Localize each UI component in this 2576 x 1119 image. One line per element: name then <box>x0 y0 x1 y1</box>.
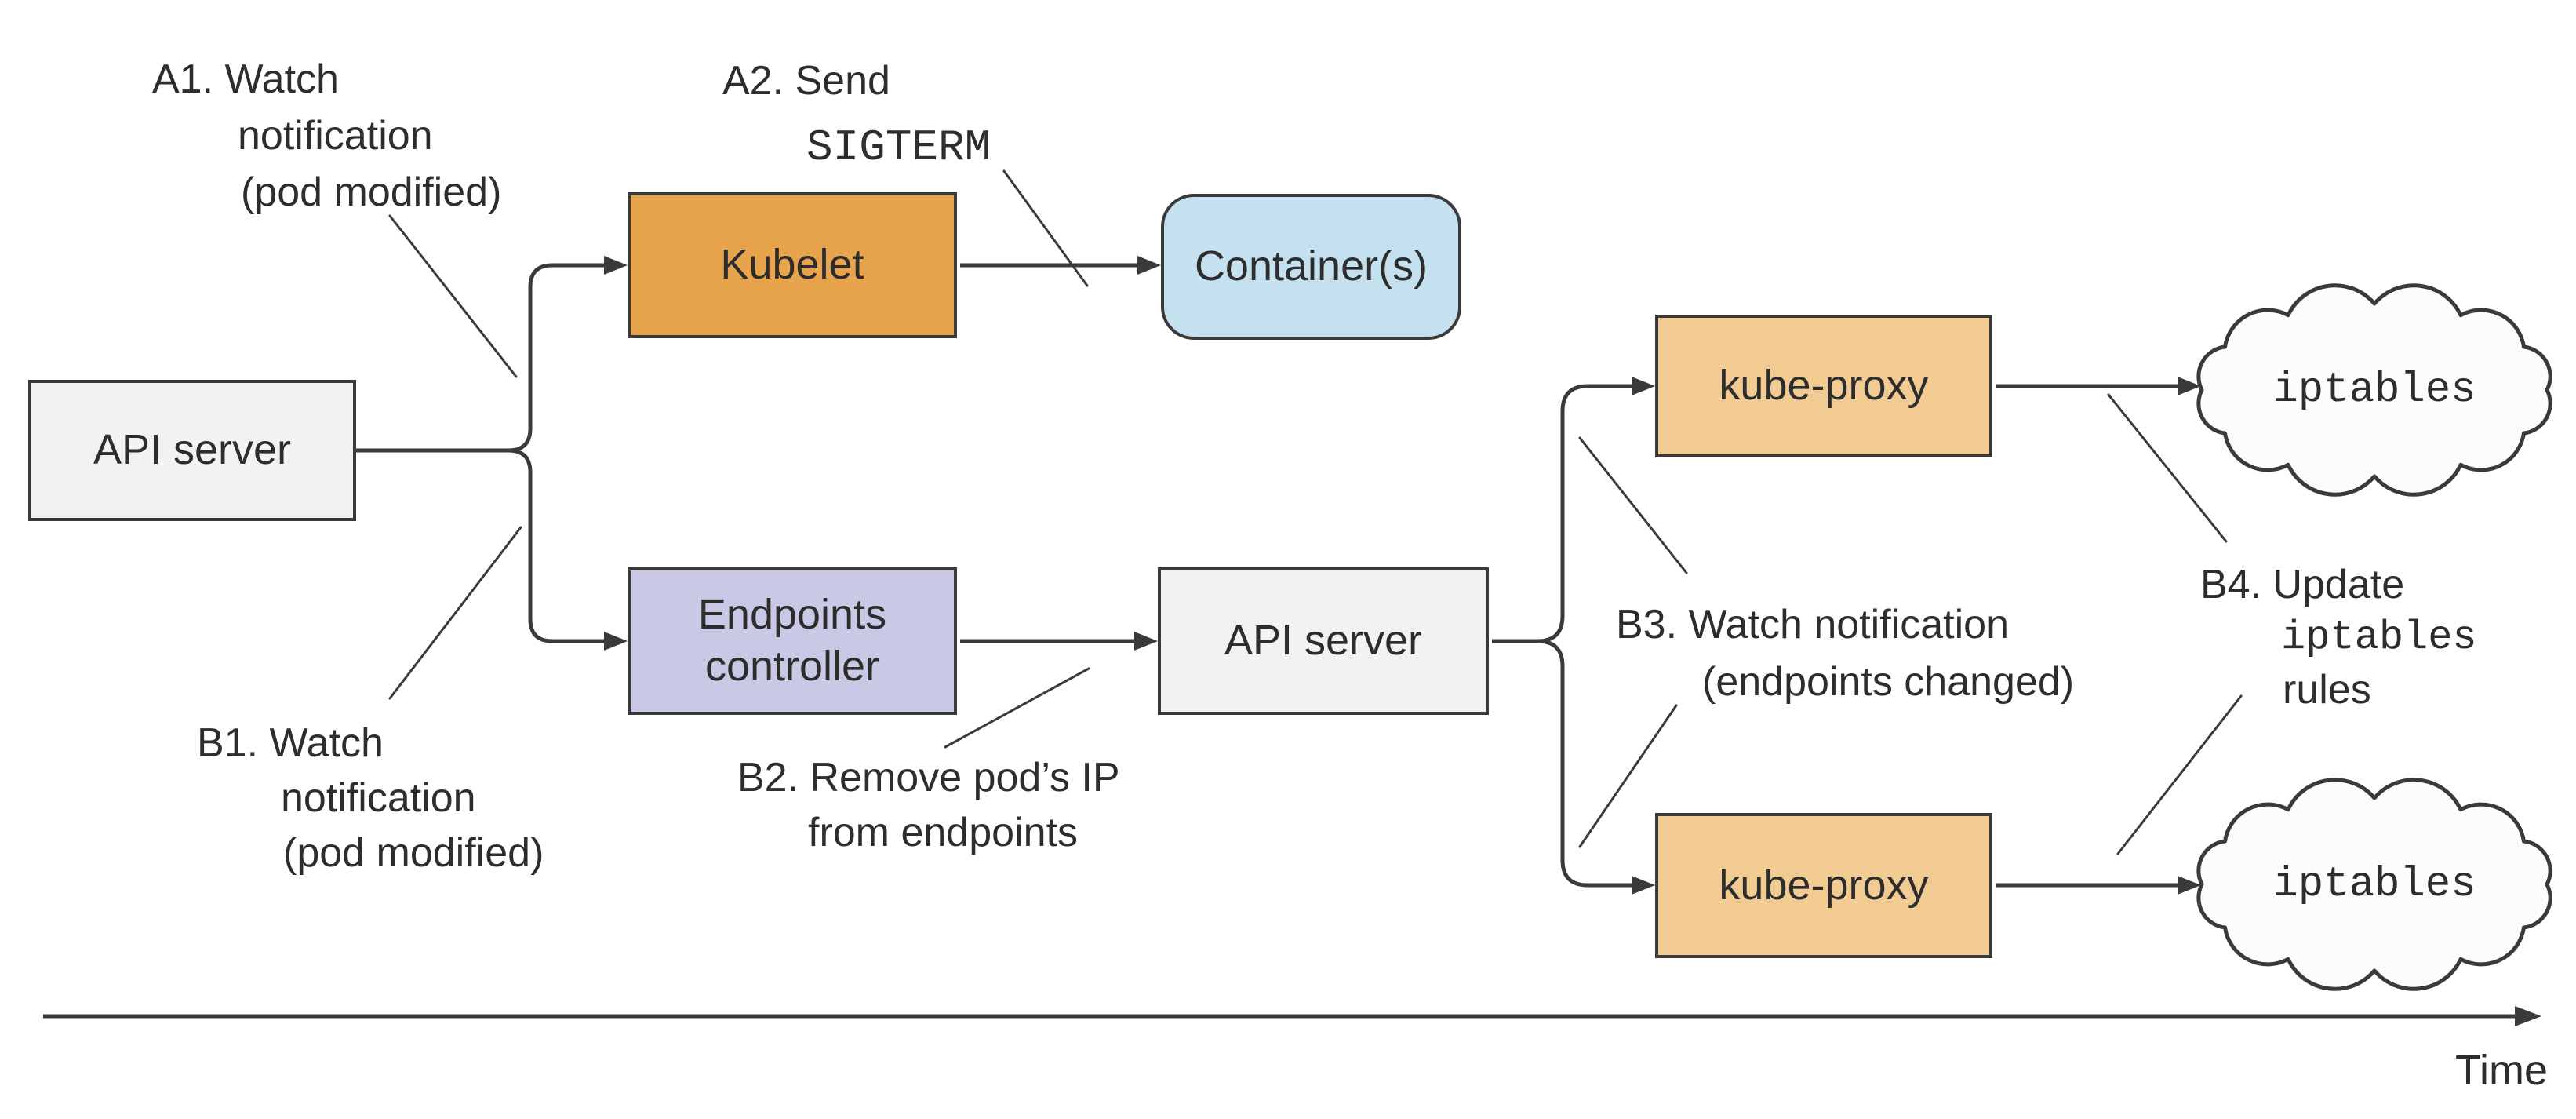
iptables-top-label: iptables <box>2272 366 2476 414</box>
callout-line-b4-lower <box>2116 694 2243 855</box>
callout-line-b3-upper <box>1578 436 1688 574</box>
arrowhead-to-containers <box>1137 256 1161 275</box>
callout-line-a1 <box>388 214 518 378</box>
annotation-a2-line1: A2. Send <box>722 58 890 104</box>
annotation-a1-line1: A1. Watch <box>152 56 339 102</box>
arrowhead-to-iptables-top <box>2178 377 2201 395</box>
connector-kube-proxy-bottom-to-iptables <box>1996 876 2201 895</box>
connector-kube-proxy-top-to-iptables <box>1996 377 2201 395</box>
callout-line-b2 <box>944 667 1090 749</box>
annotation-a1-line3: (pod modified) <box>241 169 502 215</box>
connector-kubelet-to-containers <box>960 256 1161 275</box>
node-containers: Container(s) <box>1161 194 1461 340</box>
time-axis-arrowhead <box>2515 1006 2541 1026</box>
arrowhead-to-endpoints-controller <box>604 632 628 651</box>
connector-endpoints-to-api-server <box>960 632 1158 651</box>
arrowhead-to-api-server-mid <box>1134 632 1158 651</box>
annotation-b4-line3: rules <box>2283 667 2371 713</box>
annotation-b1-line2: notification <box>281 775 476 821</box>
arrowhead-to-kubelet <box>604 256 628 275</box>
node-api-server-mid: API server <box>1158 567 1489 715</box>
callout-line-b1 <box>388 526 522 700</box>
annotation-b3-line1: B3. Watch notification <box>1616 602 2009 647</box>
node-api-server-left: API server <box>28 380 356 521</box>
node-endpoints-controller: Endpoints controller <box>628 567 957 715</box>
callout-line-b4-upper <box>2107 393 2228 543</box>
annotation-a2-sigterm: SIGTERM <box>806 122 991 173</box>
callout-line-b3-lower <box>1578 704 1678 848</box>
annotation-b2-line2: from endpoints <box>808 810 1078 855</box>
iptables-bottom-label: iptables <box>2272 861 2476 909</box>
annotation-a1-line2: notification <box>238 113 433 159</box>
annotation-b3-line2: (endpoints changed) <box>1702 659 2075 705</box>
node-kube-proxy-bottom: kube-proxy <box>1655 813 1992 958</box>
fork-mid-api-server <box>1492 377 1655 895</box>
node-kube-proxy-top: kube-proxy <box>1655 315 1992 457</box>
annotation-b4-iptables: iptables <box>2281 614 2477 661</box>
annotation-b2-line1: B2. Remove pod’s IP <box>737 755 1120 800</box>
fork-left-api-server <box>356 256 628 651</box>
callout-line-a2 <box>1002 169 1089 287</box>
arrowhead-to-kube-proxy-top <box>1632 377 1655 395</box>
time-axis <box>43 1006 2541 1026</box>
arrowhead-to-kube-proxy-bottom <box>1632 876 1655 895</box>
time-axis-label: Time <box>2455 1047 2548 1094</box>
node-kubelet: Kubelet <box>628 192 957 338</box>
annotation-b4-line1: B4. Update <box>2200 562 2405 607</box>
annotation-b1-line3: (pod modified) <box>283 830 544 876</box>
arrowhead-to-iptables-bottom <box>2178 876 2201 895</box>
annotation-b1-line1: B1. Watch <box>197 720 384 766</box>
